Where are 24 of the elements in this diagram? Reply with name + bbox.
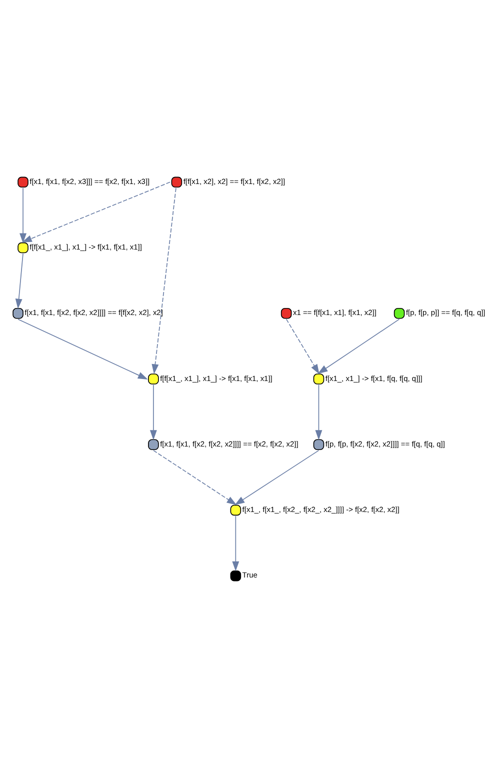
arrow [152,188,176,374]
node-label: f[x1_, x1_] -> f[x1, f[q, f[q, q]]] [325,374,422,383]
arrow [150,384,157,440]
node-label: f[x1, f[x1, f[x2, x3]]] == f[x2, f[x1, x3]] [30,176,150,186]
arrow [153,450,237,506]
arrow [234,450,320,506]
node-label: True [242,570,258,580]
arrow [20,188,26,244]
node-label: x1 == f[f[x1, x1], f[x1, x2]] [292,308,376,318]
arrow [15,253,24,309]
node-label: f[f[x1_, x1_], x1_] -> f[x1, f[x1, x1]] [30,242,142,252]
arrow [22,182,170,242]
node-label: f[x1, f[x1, f[x2, f[x2, x2]]]] == f[x2, f[x2, x2]] [160,439,298,448]
node-label: f[p, f[p, p]] == f[q, f[q, q]] [406,308,486,318]
arrow [232,516,240,572]
node-label: f[p, f[p, f[x2, f[x2, x2]]]] == f[q, f[q, q]] [325,439,445,448]
arrow [18,318,148,380]
node-label: f[x1, f[x1, f[x2, f[x2, x2]]]] == f[f[x2, x2], x2] [24,308,163,318]
node-label: f[x1_, f[x1_, f[x2_, f[x2_, x2_]]]] -> f[x2, f[x2, x2]] [242,505,400,514]
node-label: f[f[x1, x2], x2] == f[x1, f[x2, x2]] [183,176,286,186]
arrow [318,318,400,374]
arrow [286,318,320,374]
node-label: f[f[x1_, x1_], x1_] -> f[x1, f[x1, x1]] [160,374,272,383]
arrow [315,384,322,440]
